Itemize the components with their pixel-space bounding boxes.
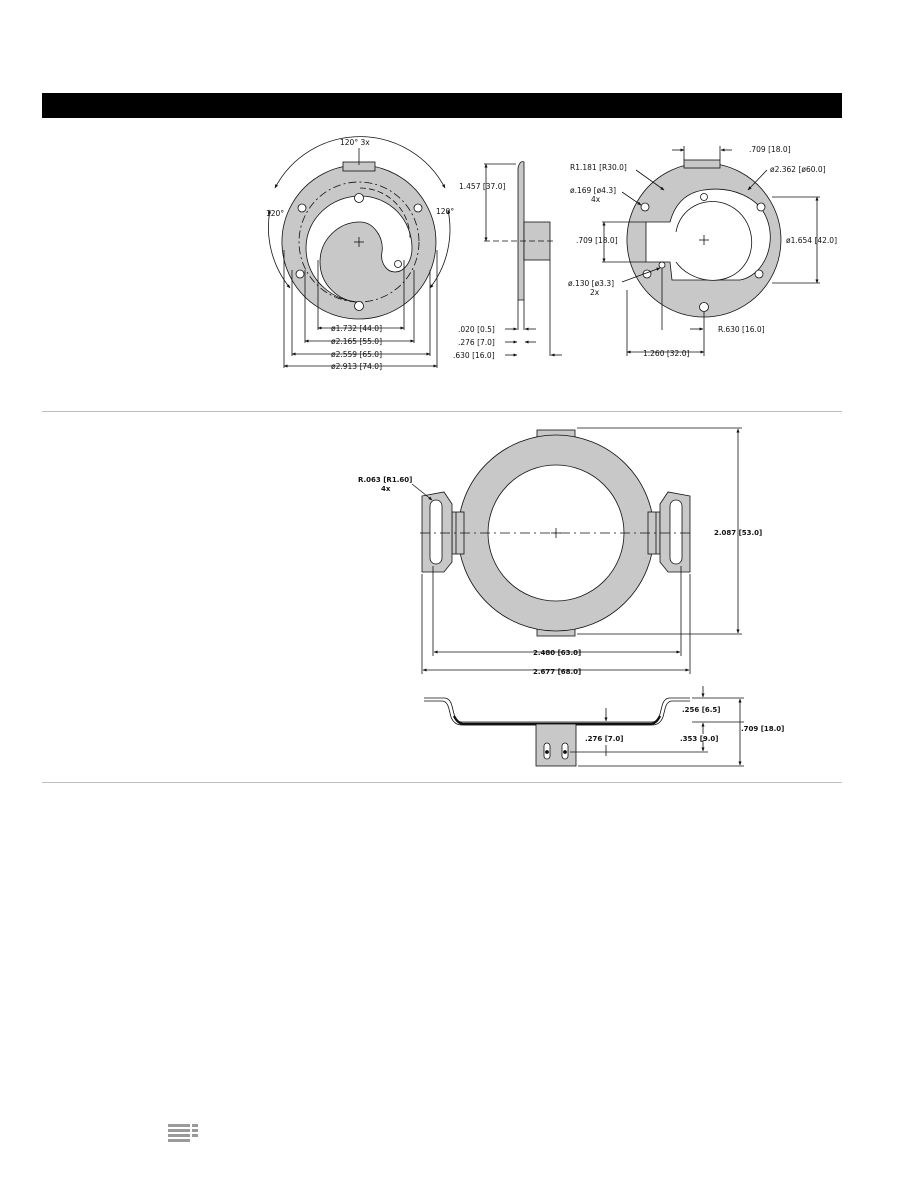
ring-front-view <box>267 136 451 368</box>
back-bottom-radius: R.630 [16.0] <box>718 325 765 334</box>
front-dim-3: ø2.559 [65.0] <box>331 350 382 359</box>
angle-left-label: 120° <box>266 209 284 218</box>
back-bottom-width: 1.260 [32.0] <box>643 349 689 358</box>
ring-side-view <box>484 161 562 357</box>
back-left-height: .709 [18.0] <box>576 236 618 245</box>
back-small-hole: ø.130 [ø3.3] <box>568 279 614 288</box>
back-top-dim: .709 [18.0] <box>749 145 791 154</box>
angle-right-label: 120° <box>436 207 454 216</box>
clamp-outer-width: 2.677 [68.0] <box>533 668 581 676</box>
clamp-height-label: 2.087 [53.0] <box>714 529 762 537</box>
back-right-dia: ø1.654 [42.0] <box>786 236 837 245</box>
front-dim-1: ø1.732 [44.0] <box>331 324 382 333</box>
stacked-bars-logo-icon <box>168 1124 200 1144</box>
clamp-side-dim-3: .276 [7.0] <box>585 735 624 743</box>
clamp-side-dim-1: .256 [6.5] <box>682 706 721 714</box>
clamp-inner-width: 2.480 [63.0] <box>533 649 581 657</box>
angle-label: 120° 3x <box>340 138 370 147</box>
side-dim-1: .020 [0.5] <box>458 325 495 334</box>
back-small-hole-qty: 2x <box>590 288 600 297</box>
back-radius-label: R1.181 [R30.0] <box>570 163 627 172</box>
back-hole-dia: ø.169 [ø4.3] <box>570 186 616 195</box>
clamp-radius-qty: 4x <box>381 485 391 493</box>
front-dim-2: ø2.165 [55.0] <box>331 337 382 346</box>
clamp-side-dim-2: .709 [18.0] <box>741 725 784 733</box>
clamp-top-view <box>411 427 742 674</box>
section-divider-1 <box>42 411 842 412</box>
back-outer-dia: ø2.362 [ø60.0] <box>770 165 826 174</box>
side-height-label: 1.457 [37.0] <box>459 182 505 191</box>
section-divider-2 <box>42 782 842 783</box>
section-header-bar <box>42 93 842 118</box>
ring-back-view <box>602 146 820 356</box>
front-dim-4: ø2.913 [74.0] <box>331 362 382 371</box>
clamp-side-dim-4: .353 [9.0] <box>680 735 719 743</box>
side-dim-3: .630 [16.0] <box>453 351 495 360</box>
side-dim-2: .276 [7.0] <box>458 338 495 347</box>
clamp-side-view <box>424 686 744 767</box>
clamp-radius-label: R.063 [R1.60] <box>358 476 412 484</box>
back-hole-qty: 4x <box>591 195 601 204</box>
